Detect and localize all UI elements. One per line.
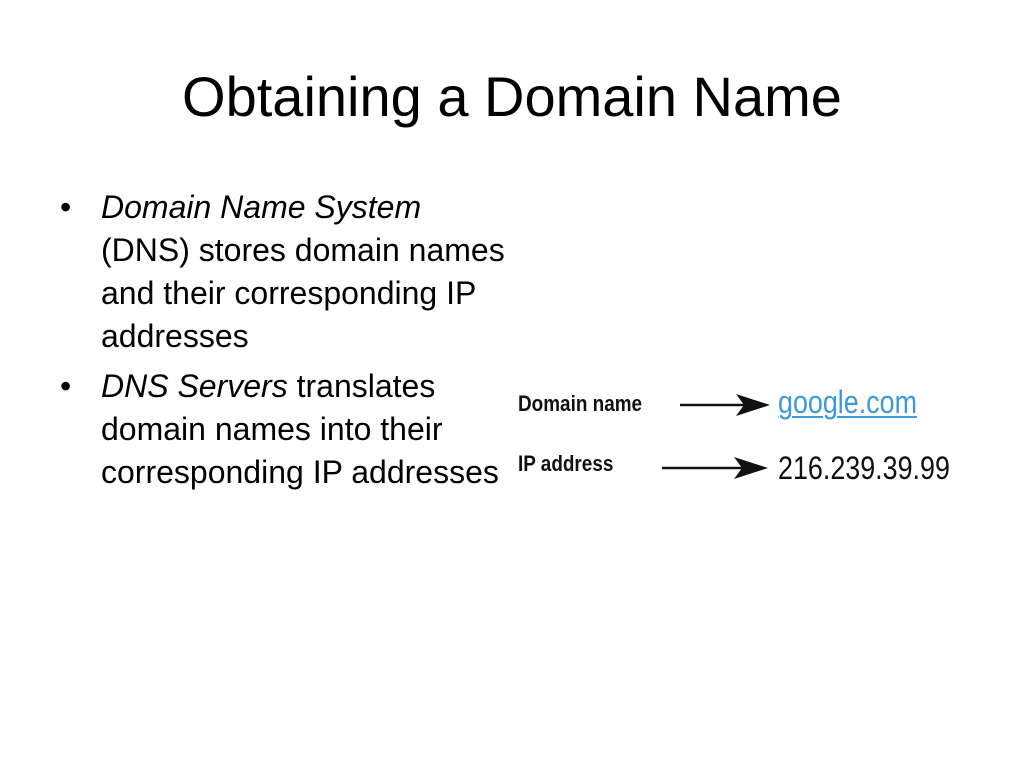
domain-name-label: Domain name	[518, 391, 643, 416]
bullet-marker: •	[60, 189, 72, 225]
domain-arrow-icon	[680, 394, 770, 416]
bullet-emphasis: DNS Servers	[101, 368, 288, 404]
bullet-item-dns-system: • Domain Name System (DNS) stores domain…	[56, 186, 506, 358]
bullet-text: translates domain names into their corre…	[101, 368, 499, 490]
ip-arrow-icon	[662, 457, 768, 479]
bullet-emphasis: Domain Name System	[101, 189, 422, 225]
bullet-list: • Domain Name System (DNS) stores domain…	[56, 186, 506, 501]
bullet-item-dns-servers: • DNS Servers translates domain names in…	[56, 365, 506, 494]
bullet-marker: •	[60, 368, 72, 404]
bullet-text: (DNS) stores domain names and their corr…	[101, 232, 505, 354]
dns-lookup-figure: Domain name google.com IP address 216.23…	[512, 376, 992, 496]
domain-value-link[interactable]: google.com	[778, 384, 917, 420]
slide-title: Obtaining a Domain Name	[182, 65, 842, 128]
ip-address-label: IP address	[518, 451, 614, 476]
ip-address-value: 216.239.39.99	[778, 450, 950, 486]
